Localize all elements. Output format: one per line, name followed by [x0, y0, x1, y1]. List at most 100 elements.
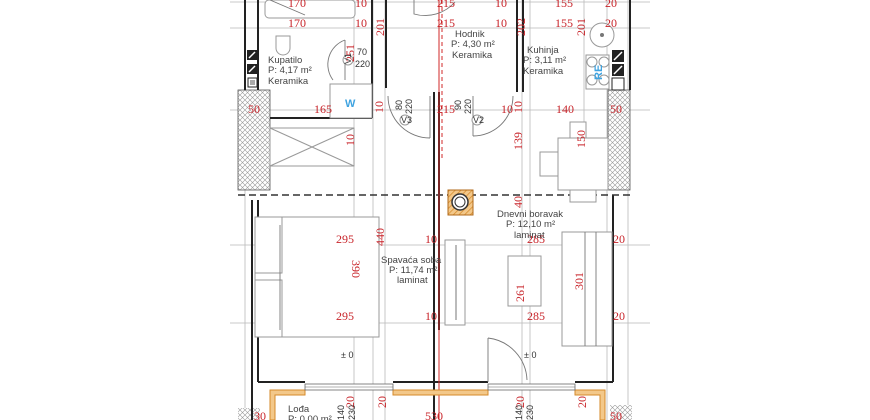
svg-text:Lođa: Lođa [288, 404, 310, 415]
door-v2-swing [472, 95, 514, 137]
svg-text:530: 530 [425, 409, 443, 420]
sofa [561, 231, 613, 347]
svg-text:155: 155 [555, 0, 573, 10]
washing-machine-label: W [345, 98, 356, 110]
svg-text:Spavaća soba: Spavaća soba [381, 255, 442, 266]
door-v3-marker [399, 114, 411, 126]
svg-text:150: 150 [574, 130, 588, 148]
svg-text:295: 295 [336, 232, 354, 246]
svg-text:10: 10 [501, 102, 513, 116]
svg-text:80: 80 [394, 100, 404, 110]
door-v2-marker [471, 114, 483, 126]
svg-text:P: 11,74 m²: P: 11,74 m² [389, 265, 437, 276]
svg-text:Kuhinja: Kuhinja [527, 45, 559, 56]
svg-text:440: 440 [373, 228, 387, 246]
svg-text:202: 202 [514, 18, 528, 36]
svg-text:20: 20 [613, 232, 625, 246]
dimensions-top: 170 10 215 10 155 20 170 10 215 10 155 2… [288, 0, 617, 69]
svg-text:10: 10 [511, 101, 525, 113]
svg-text:140: 140 [336, 405, 346, 420]
dimensions-mid: 50 165 10 215 10 10 140 50 80 220 90 220… [248, 99, 622, 208]
svg-text:220: 220 [463, 99, 473, 114]
svg-text:20: 20 [375, 396, 389, 408]
svg-text:10: 10 [355, 0, 367, 10]
svg-text:230: 230 [525, 405, 535, 420]
svg-text:139: 139 [511, 132, 525, 150]
svg-text:90: 90 [453, 100, 463, 110]
room-label-kuhinja: Kuhinja P: 3,11 m² Keramika [523, 45, 566, 77]
svg-text:301: 301 [572, 272, 586, 290]
toilet-icon [275, 35, 291, 56]
washing-machine [329, 83, 373, 119]
floor-level-marker-1: ± 0 [341, 350, 353, 360]
svg-text:220: 220 [355, 59, 370, 69]
svg-text:261: 261 [513, 284, 527, 302]
svg-text:Kupatilo: Kupatilo [268, 55, 302, 66]
svg-text:215: 215 [437, 0, 455, 10]
wall-hatch-br [610, 405, 632, 420]
svg-text:390: 390 [349, 260, 363, 278]
room-label-dnevni: Dnevni boravak P: 12,10 m² laminat [497, 209, 563, 241]
svg-text:10: 10 [372, 101, 386, 113]
wall-hatch-bl [238, 408, 260, 420]
svg-text:10: 10 [425, 309, 437, 323]
door-v3-label: V3 [401, 115, 412, 125]
svg-text:50: 50 [610, 409, 622, 420]
svg-text:215: 215 [437, 16, 455, 30]
bed [254, 216, 380, 338]
svg-text:285: 285 [527, 309, 545, 323]
balcony-door-swing [487, 337, 528, 382]
balcony-insulation-right [574, 389, 606, 420]
svg-text:20: 20 [513, 396, 527, 408]
svg-text:10: 10 [355, 16, 367, 30]
room-label-loda: Lođa P: 0,00 m² [288, 404, 332, 420]
floor-level-marker-2: ± 0 [524, 350, 536, 360]
room-label-spavaca: Spavaća soba P: 11,74 m² laminat [381, 255, 442, 286]
svg-text:10: 10 [425, 232, 437, 246]
room-label-kupatilo: Kupatilo P: 4,17 m² Keramika [268, 55, 312, 87]
svg-text:Keramika: Keramika [452, 50, 493, 61]
svg-text:170: 170 [288, 0, 306, 10]
svg-text:P: 0,00 m²: P: 0,00 m² [288, 414, 332, 420]
dimensions-rooms: 295 10 285 20 295 10 285 20 390 440 261 … [336, 228, 625, 323]
svg-text:201: 201 [574, 18, 588, 36]
svg-text:Keramika: Keramika [268, 76, 309, 87]
window-right [487, 383, 576, 391]
svg-text:50: 50 [248, 102, 260, 116]
svg-text:285: 285 [527, 232, 545, 246]
svg-text:140: 140 [514, 405, 524, 420]
svg-text:230: 230 [347, 405, 357, 420]
svg-text:140: 140 [556, 102, 574, 116]
door-v1-marker [342, 54, 354, 66]
door-v1-label: V1 [343, 53, 353, 64]
window-left [304, 383, 394, 391]
svg-text:10: 10 [495, 16, 507, 30]
door-top-swing [413, 0, 456, 16]
stove-label: RE [593, 65, 605, 80]
svg-text:201: 201 [373, 18, 387, 36]
svg-text:295: 295 [336, 309, 354, 323]
door-v3-swing [387, 95, 431, 139]
svg-text:20: 20 [343, 396, 357, 408]
svg-text:P: 4,17 m²: P: 4,17 m² [268, 65, 312, 76]
dining-table [539, 121, 609, 203]
door-v2-label: V2 [473, 115, 484, 125]
svg-text:215: 215 [437, 102, 455, 116]
svg-text:laminat: laminat [397, 275, 428, 286]
svg-text:10: 10 [343, 134, 357, 146]
svg-text:40: 40 [511, 196, 525, 208]
svg-text:251: 251 [343, 44, 357, 62]
svg-text:10: 10 [495, 0, 507, 10]
tv-unit [444, 239, 466, 326]
svg-text:20: 20 [613, 309, 625, 323]
svg-text:165: 165 [314, 102, 332, 116]
svg-text:P: 3,11 m²: P: 3,11 m² [523, 55, 566, 66]
bathtub [264, 0, 356, 19]
svg-text:20: 20 [605, 16, 617, 30]
svg-text:Dnevni boravak: Dnevni boravak [497, 209, 563, 220]
svg-text:220: 220 [404, 99, 414, 114]
svg-text:Keramika: Keramika [523, 66, 564, 77]
room-label-hodnik: Hodnik P: 4,30 m² Keramika [451, 29, 495, 61]
svg-text:20: 20 [575, 396, 589, 408]
